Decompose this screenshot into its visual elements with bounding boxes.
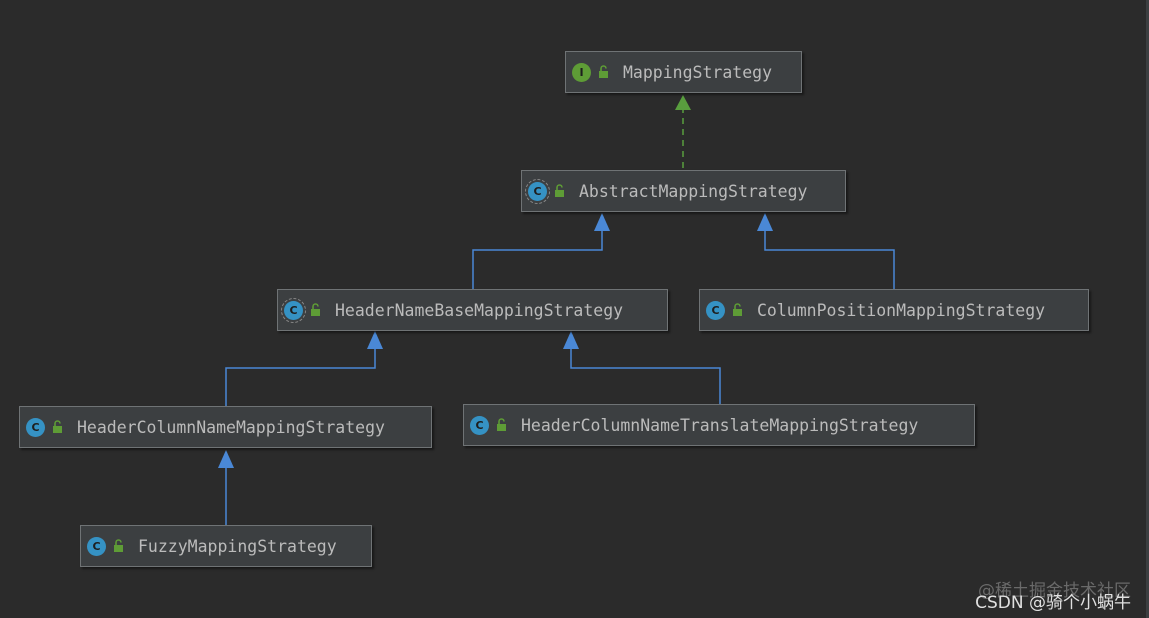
node-header-column-name-mapping-strategy[interactable]: C HeaderColumnNameMappingStrategy xyxy=(19,406,432,448)
public-lock-icon xyxy=(53,420,62,433)
public-lock-icon xyxy=(497,418,506,431)
node-label: MappingStrategy xyxy=(623,62,773,82)
node-mapping-strategy[interactable]: I MappingStrategy xyxy=(565,51,802,93)
public-lock-icon xyxy=(733,303,742,316)
public-lock-icon xyxy=(114,539,123,552)
extends-edge-columnposition-to-abstract xyxy=(757,213,895,289)
class-icon: C xyxy=(26,417,45,437)
node-label: HeaderColumnNameMappingStrategy xyxy=(77,417,385,437)
node-fuzzy-mapping-strategy[interactable]: C FuzzyMappingStrategy xyxy=(80,525,372,567)
node-abstract-mapping-strategy[interactable]: C AbstractMappingStrategy xyxy=(521,170,846,212)
extends-edge-translate-to-headernamebase xyxy=(563,331,721,404)
watermark-csdn: CSDN @骑个小蜗牛 xyxy=(975,593,1131,613)
implements-edge-abstract-to-mapping xyxy=(675,95,691,168)
node-label: ColumnPositionMappingStrategy xyxy=(757,300,1046,320)
watermark-juejin: @稀土掘金技术社区 xyxy=(978,581,1131,601)
node-column-position-mapping-strategy[interactable]: C ColumnPositionMappingStrategy xyxy=(699,289,1089,331)
public-lock-icon xyxy=(599,65,608,78)
abstract-class-icon: C xyxy=(525,178,550,204)
extends-edge-fuzzy-to-headercolumnname xyxy=(218,450,234,525)
class-icon: C xyxy=(706,300,725,320)
public-lock-icon xyxy=(311,303,320,316)
public-lock-icon xyxy=(555,184,564,197)
extends-edge-headernamebase-to-abstract xyxy=(472,213,610,289)
class-icon: C xyxy=(470,415,489,435)
extends-edge-headercolumnname-to-headernamebase xyxy=(225,331,383,406)
abstract-class-icon: C xyxy=(281,297,306,323)
node-label: HeaderNameBaseMappingStrategy xyxy=(335,300,624,320)
class-icon: C xyxy=(87,536,106,556)
node-label: AbstractMappingStrategy xyxy=(579,181,808,201)
node-label: FuzzyMappingStrategy xyxy=(138,536,337,556)
interface-icon: I xyxy=(572,62,591,82)
window-edge xyxy=(1146,0,1149,618)
node-label: HeaderColumnNameTranslateMappingStrategy xyxy=(521,415,919,435)
node-header-name-base-mapping-strategy[interactable]: C HeaderNameBaseMappingStrategy xyxy=(277,289,668,331)
node-header-column-name-translate-mapping-strategy[interactable]: C HeaderColumnNameTranslateMappingStrate… xyxy=(463,404,975,446)
